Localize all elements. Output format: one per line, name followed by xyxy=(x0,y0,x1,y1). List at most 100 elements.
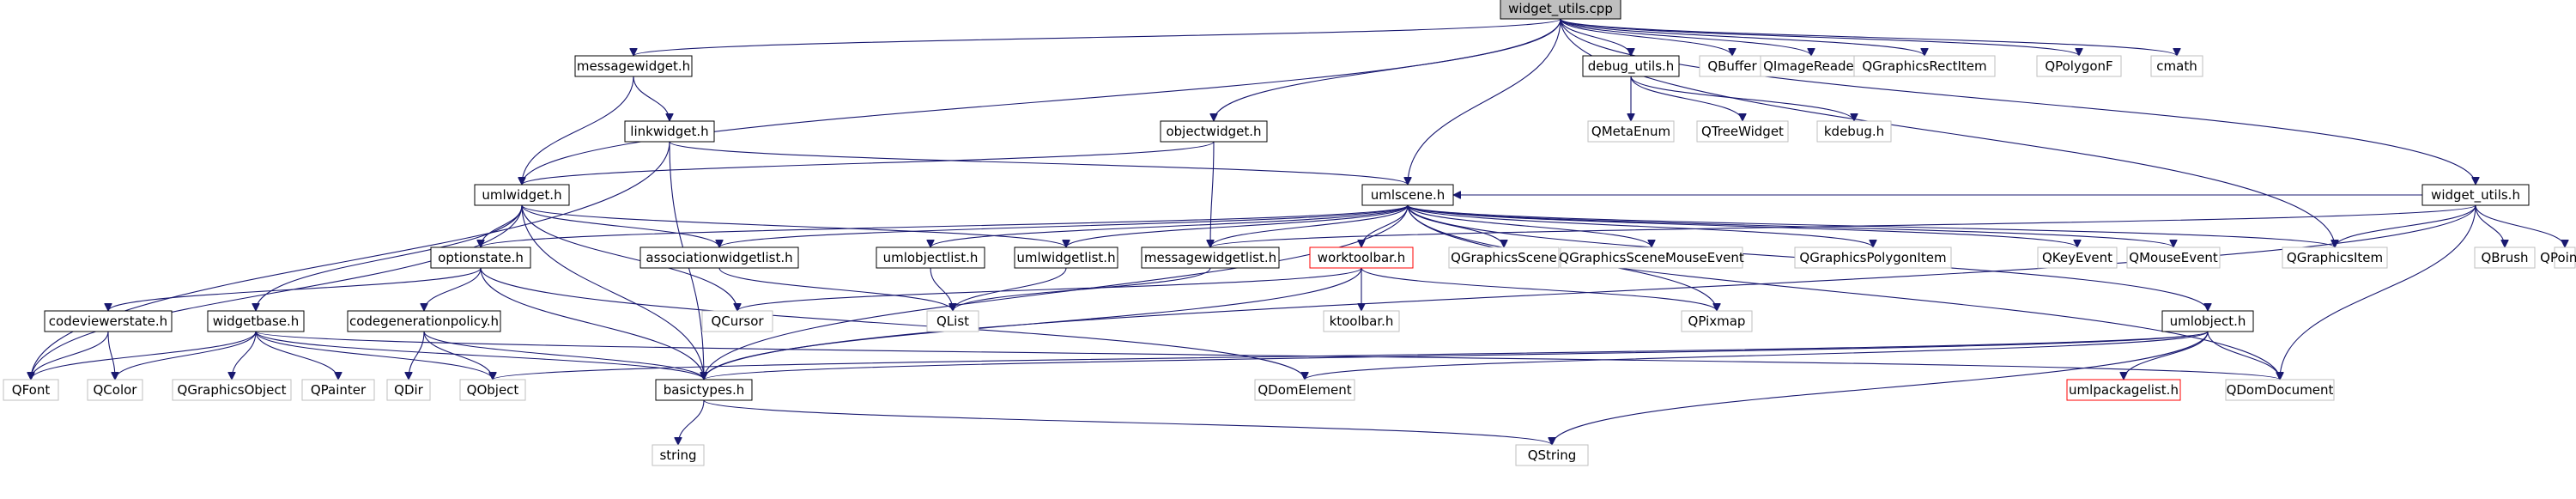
edge-widget_utils_cpp-to-QGraphicsItem xyxy=(1560,18,2335,247)
node-label: widgetbase.h xyxy=(213,313,300,329)
node-QCursor: QCursor xyxy=(701,310,773,332)
edge-widget_utils_h-to-QDomDocument xyxy=(2280,204,2476,380)
node-box xyxy=(1323,310,1400,332)
node-label: objectwidget.h xyxy=(1166,124,1261,139)
edge-umlobjectlist_h-to-QList xyxy=(930,267,953,311)
edge-umlscene_h-to-QGraphicsItem xyxy=(1407,204,2335,248)
edge-linkwidget_h-to-QFont xyxy=(31,141,670,380)
edge-umlobject_h-to-umlpackagelist_h xyxy=(2124,331,2209,380)
edge-widget_utils_cpp-to-objectwidget_h xyxy=(1214,18,1561,121)
edge-umlwidget_h-to-QFont xyxy=(31,204,523,380)
node-messagewidget-h[interactable]: messagewidget.h xyxy=(574,55,693,77)
node-debug-utils-h[interactable]: debug_utils.h xyxy=(1582,55,1680,77)
node-box xyxy=(1014,246,1118,269)
node-QColor: QColor xyxy=(87,379,143,401)
edge-umlscene_h-to-associationwidgetlist_h xyxy=(719,204,1409,248)
node-optionstate-h[interactable]: optionstate.h xyxy=(430,246,531,269)
node-box xyxy=(1448,246,1560,269)
node-label: QObject xyxy=(467,382,519,398)
node-QPointF: QPointF xyxy=(2540,246,2576,269)
edge-umlscene_h-to-QDomDocument xyxy=(1407,204,2280,380)
edge-widgetbase_h-to-QObject xyxy=(255,331,493,380)
edge-optionstate_h-to-codeviewerstate_h xyxy=(108,267,482,312)
edge-widgetbase_h-to-QGraphicsObject xyxy=(232,331,257,380)
node-label: ktoolbar.h xyxy=(1330,313,1394,329)
edge-widget_utils_cpp-to-QPolygonF xyxy=(1560,18,2079,57)
node-widget-utils-cpp[interactable]: widget_utils.cpp xyxy=(1500,0,1621,20)
node-objectwidget-h[interactable]: objectwidget.h xyxy=(1160,120,1268,143)
node-box xyxy=(2474,246,2536,269)
node-widget-utils-h[interactable]: widget_utils.h xyxy=(2421,184,2530,206)
edge-umlwidget_h-to-QCursor xyxy=(521,204,737,311)
node-box xyxy=(2066,379,2181,401)
edge-widgetbase_h-to-QFont xyxy=(31,331,257,380)
node-box xyxy=(2225,379,2335,401)
node-box xyxy=(1515,444,1589,466)
node-label: umlwidget.h xyxy=(482,187,561,203)
node-umlwidget-h[interactable]: umlwidget.h xyxy=(474,184,570,206)
edge-umlscene_h-to-basictypes_h xyxy=(704,204,1409,380)
edge-umlscene_h-to-QGraphicsPolygonItem xyxy=(1407,204,1873,248)
node-label: linkwidget.h xyxy=(630,124,708,139)
node-box xyxy=(430,246,531,269)
node-box xyxy=(1696,120,1789,143)
edge-umlobject_h-to-QDomElement xyxy=(1305,331,2209,380)
edge-widgetbase_h-to-QPainter xyxy=(255,331,338,380)
node-label: codegenerationpolicy.h xyxy=(349,313,499,329)
node-label: optionstate.h xyxy=(438,250,524,265)
edge-widget_utils_cpp-to-umlwidget_h xyxy=(522,18,1561,185)
node-umlwidgetlist-h[interactable]: umlwidgetlist.h xyxy=(1014,246,1118,269)
edge-worktoolbar_h-to-QPixmap xyxy=(1361,267,1717,312)
edge-messagewidget_h-to-umlwidget_h xyxy=(522,76,634,185)
node-label: QFont xyxy=(12,382,51,398)
edge-messagewidgetlist_h-to-QList xyxy=(953,267,1211,312)
edge-umlscene_h-to-umlwidgetlist_h xyxy=(1066,204,1409,248)
node-QDomDocument: QDomDocument xyxy=(2225,379,2335,401)
node-codeviewerstate-h[interactable]: codeviewerstate.h xyxy=(44,310,173,332)
node-QList: QList xyxy=(926,310,979,332)
node-label: QMetaEnum xyxy=(1591,124,1670,139)
node-box xyxy=(624,120,715,143)
edge-umlobject_h-to-QString xyxy=(1552,331,2209,445)
node-QFont: QFont xyxy=(3,379,59,401)
node-label: codeviewerstate.h xyxy=(49,313,167,329)
node-QMetaEnum: QMetaEnum xyxy=(1587,120,1675,143)
node-label: QGraphicsSceneMouseEvent xyxy=(1559,250,1744,265)
node-umlobjectlist-h[interactable]: umlobjectlist.h xyxy=(876,246,985,269)
node-box xyxy=(876,246,985,269)
file-nodes: widget_utils.cpp messagewidget.h debug_uti… xyxy=(3,0,2576,466)
edge-umlwidget_h-to-associationwidgetlist_h xyxy=(521,204,719,248)
node-umlobject-h[interactable]: umlobject.h xyxy=(2161,310,2254,332)
node-QDomElement: QDomElement xyxy=(1254,379,1355,401)
node-QPolygonF: QPolygonF xyxy=(2036,55,2122,77)
node-box xyxy=(1816,120,1892,143)
node-QGraphicsItem: QGraphicsItem xyxy=(2282,246,2388,269)
node-label: QGraphicsItem xyxy=(2287,250,2383,265)
node-umlscene-h[interactable]: umlscene.h xyxy=(1361,184,1454,206)
node-linkwidget-h[interactable]: linkwidget.h xyxy=(624,120,715,143)
node-label: QMouseEvent xyxy=(2129,250,2218,265)
edge-umlscene_h-to-optionstate_h xyxy=(481,204,1409,248)
node-associationwidgetlist-h[interactable]: associationwidgetlist.h xyxy=(639,246,799,269)
node-basictypes-h[interactable]: basictypes.h xyxy=(655,379,753,401)
edge-widget_utils_cpp-to-debug_utils_h xyxy=(1560,18,1631,57)
node-QBrush: QBrush xyxy=(2474,246,2536,269)
node-box xyxy=(301,379,375,401)
node-messagewidgetlist-h[interactable]: messagewidgetlist.h xyxy=(1141,246,1280,269)
node-box xyxy=(652,444,705,466)
node-umlpackagelist-h[interactable]: umlpackagelist.h xyxy=(2066,379,2181,401)
node-box xyxy=(347,310,501,332)
node-box xyxy=(2126,246,2221,269)
node-box xyxy=(1681,310,1753,332)
node-codegenerationpolicy-h[interactable]: codegenerationpolicy.h xyxy=(347,310,501,332)
node-worktoolbar-h[interactable]: worktoolbar.h xyxy=(1309,246,1414,269)
node-box xyxy=(44,310,173,332)
edge-optionstate_h-to-codegenerationpolicy_h xyxy=(424,267,482,312)
node-cmath: cmath xyxy=(2150,55,2203,77)
node-label: QDomElement xyxy=(1258,382,1351,398)
node-label: umlobject.h xyxy=(2170,313,2246,329)
node-label: QPointF xyxy=(2540,250,2576,265)
node-QTreeWidget: QTreeWidget xyxy=(1696,120,1789,143)
node-QMouseEvent: QMouseEvent xyxy=(2126,246,2221,269)
node-widgetbase-h[interactable]: widgetbase.h xyxy=(207,310,305,332)
